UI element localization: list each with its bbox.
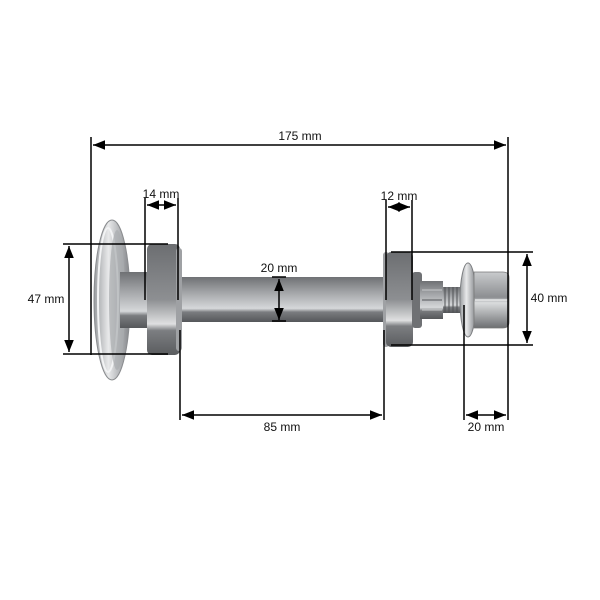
splined-hub — [412, 272, 443, 328]
dim-right-bearing-diameter: 40 mm — [531, 291, 568, 305]
threaded-stud — [443, 287, 463, 313]
dim-nut-length: 20 mm — [468, 420, 505, 434]
dim-overall-length: 175 mm — [278, 129, 321, 143]
dim-left-bearing-diameter: 47 mm — [28, 292, 65, 306]
dim-shaft-diameter: 20 mm — [261, 261, 298, 275]
dim-right-bearing-width: 12 mm — [381, 189, 418, 203]
shaft — [180, 277, 386, 322]
left-bearing — [147, 244, 182, 355]
dim-bearing-spacing: 85 mm — [264, 420, 301, 434]
right-bearing — [383, 252, 413, 347]
dimension-lines — [63, 137, 533, 420]
flange-nut — [459, 262, 510, 338]
dim-left-bearing-width: 14 mm — [143, 187, 180, 201]
pulley-flange — [93, 219, 131, 381]
